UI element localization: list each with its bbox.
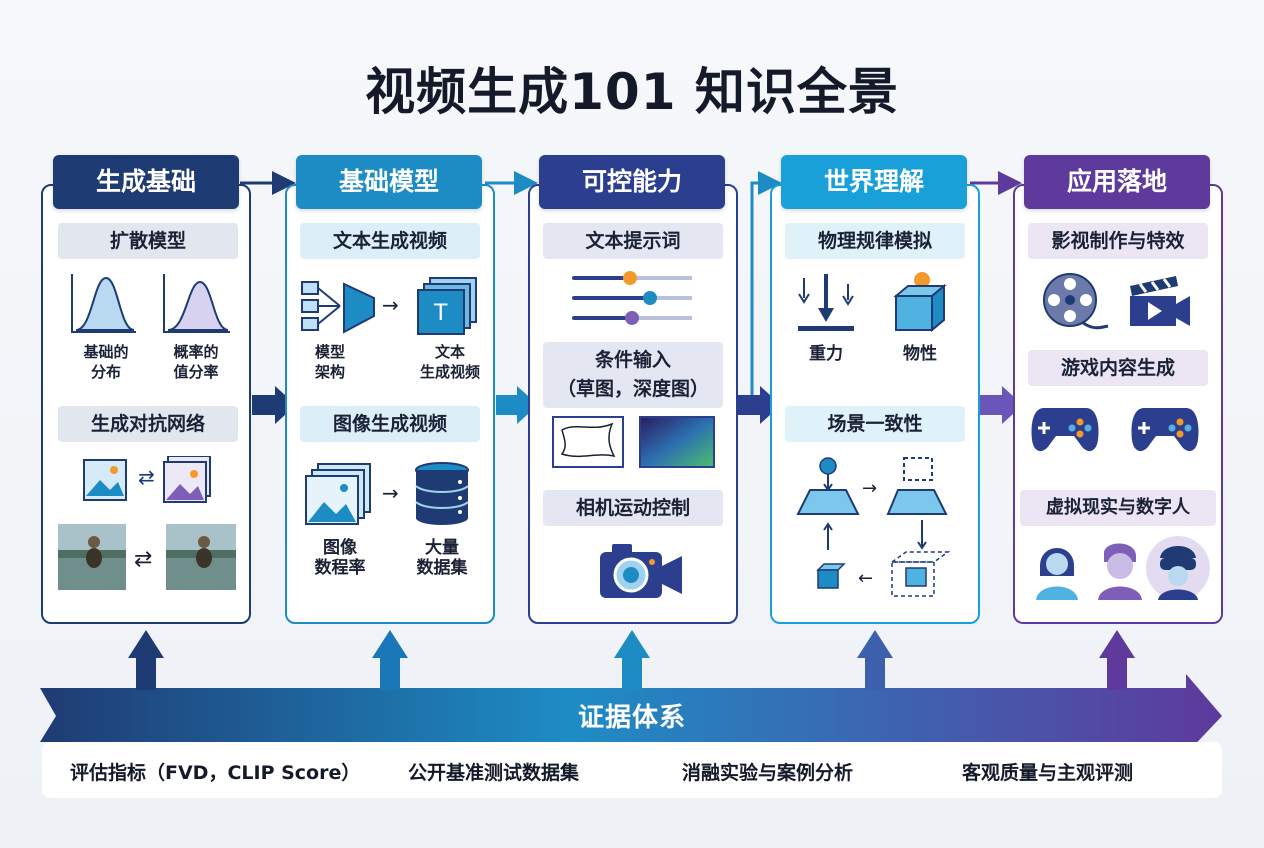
cube-ball-icon [893, 272, 947, 333]
network-to-text-icon: → T [301, 277, 477, 335]
section-image-to-video: 图像生成视频 [300, 406, 480, 442]
column-head-controllability: 可控能力 [539, 155, 725, 209]
film-reel-icon [1043, 273, 1109, 330]
svg-text:T: T [433, 301, 448, 326]
section-diffusion: 扩散模型 [58, 223, 238, 259]
column-head-applications: 应用落地 [1024, 155, 1210, 209]
gamepad-icon-2 [1131, 408, 1199, 452]
sketch-depth-icon [552, 416, 715, 468]
section-gan: 生成对抗网络 [58, 406, 238, 442]
avatars-icon [1036, 536, 1210, 600]
caption-image-rate: 图像 数程率 [314, 538, 366, 578]
evidence-bar: 评估指标（FVD，CLIP Score） 公开基准测试数据集 消融实验与案例分析… [42, 742, 1222, 798]
section-game-content: 游戏内容生成 [1028, 350, 1208, 386]
section-condition-input: 条件输入 （草图，深度图） [543, 342, 723, 408]
svg-text:→: → [382, 481, 399, 505]
image-swap-icon: ⇄ [83, 456, 211, 503]
svg-text:→: → [382, 293, 399, 317]
svg-text:→: → [862, 478, 877, 499]
section-scene-consistency: 场景一致性 [785, 406, 965, 442]
svg-text:←: ← [858, 568, 873, 589]
caption-probability: 概率的 值分率 [173, 343, 219, 381]
section-text-to-video: 文本生成视频 [300, 223, 480, 259]
sliders-icon [572, 271, 692, 325]
caption-model-arch: 模型 架构 [314, 343, 345, 381]
section-film-vfx: 影视制作与特效 [1028, 223, 1208, 259]
svg-text:⇄: ⇄ [134, 547, 152, 572]
section-physics-sim: 物理规律模拟 [785, 223, 965, 259]
distribution-curve-icon [71, 274, 136, 333]
column-head-foundations: 生成基础 [53, 155, 239, 209]
column-head-base-models: 基础模型 [296, 155, 482, 209]
scene-transform-icon: → ← [796, 457, 951, 597]
evidence-item-ablation: 消融实验与案例分析 [682, 762, 854, 784]
gravity-icon [798, 274, 854, 331]
probability-curve-icon [163, 274, 230, 333]
caption-material: 物性 [903, 344, 937, 364]
timeline-label: 证据体系 [577, 703, 686, 733]
section-vr-digital-human: 虚拟现实与数字人 [1020, 490, 1216, 526]
caption-text-gen-video: 文本 生成视频 [419, 343, 480, 381]
section-camera-motion: 相机运动控制 [543, 490, 723, 526]
caption-large-dataset: 大量 数据集 [416, 538, 468, 578]
svg-text:⇄: ⇄ [138, 465, 155, 489]
camera-icon [600, 544, 682, 598]
evidence-timeline [40, 630, 1222, 754]
evidence-item-benchmark: 公开基准测试数据集 [408, 762, 580, 784]
image-to-dataset-icon: → [305, 462, 469, 525]
evidence-item-metrics: 评估指标（FVD，CLIP Score） [70, 762, 361, 784]
clapperboard-icon [1130, 276, 1190, 326]
gamepad-icon [1031, 408, 1099, 452]
page-title: 视频生成101 知识全景 [365, 63, 899, 121]
column-head-world-understanding: 世界理解 [781, 155, 967, 209]
caption-gravity: 重力 [809, 344, 843, 364]
caption-base-distribution: 基础的 分布 [83, 343, 129, 381]
photo-swap-icon: ⇄ [58, 524, 236, 590]
section-text-prompt: 文本提示词 [543, 223, 723, 259]
evidence-item-evaluation: 客观质量与主观评测 [962, 762, 1134, 784]
